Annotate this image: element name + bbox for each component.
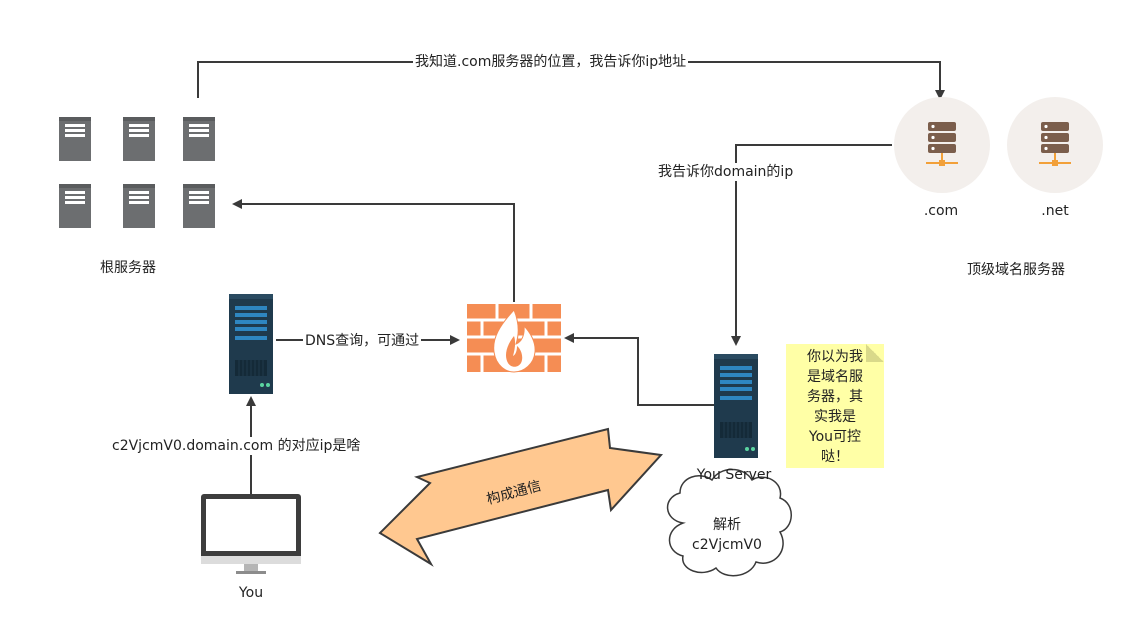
sticky-note: 你以为我 是域名服 务器，其 实我是 You可控 哒！ xyxy=(786,344,884,468)
label-tld-servers: 顶级域名服务器 xyxy=(967,262,1065,278)
note-fold xyxy=(866,344,884,362)
you-server-icon xyxy=(714,354,758,458)
label-you-server: You Server xyxy=(696,467,772,483)
arrow-firewall-to-root xyxy=(232,199,515,302)
arrow-tld-to-you-server xyxy=(731,144,892,346)
label-root-to-tld: 我知道.com服务器的位置，我告诉你ip地址 xyxy=(413,53,689,71)
label-dns-query: DNS查询，可通过 xyxy=(303,332,422,350)
root-servers-icon xyxy=(59,117,215,228)
label-tld-net: .net xyxy=(1041,203,1069,219)
label-tld-to-server: 我告诉你domain的ip xyxy=(656,163,796,181)
tld-net-server-icon xyxy=(1007,97,1103,193)
label-tld-com: .com xyxy=(923,203,959,219)
monitor-icon xyxy=(201,494,301,574)
note-text: 你以为我 是域名服 务器，其 实我是 You可控 哒！ xyxy=(807,349,863,465)
client-server-icon xyxy=(229,294,273,394)
communication-double-arrow xyxy=(378,427,664,567)
tld-com-server-icon xyxy=(894,97,990,193)
label-you: You xyxy=(238,585,264,601)
label-client-query: c2VjcmV0.domain.com 的对应ip是啥 xyxy=(110,437,363,455)
cloud-text: 解析 c2VjcmV0 xyxy=(692,517,762,553)
firewall-icon xyxy=(467,304,561,373)
label-root-servers: 根服务器 xyxy=(100,260,156,276)
arrow-you-server-to-firewall xyxy=(564,333,714,406)
cloud-shape xyxy=(666,468,792,577)
